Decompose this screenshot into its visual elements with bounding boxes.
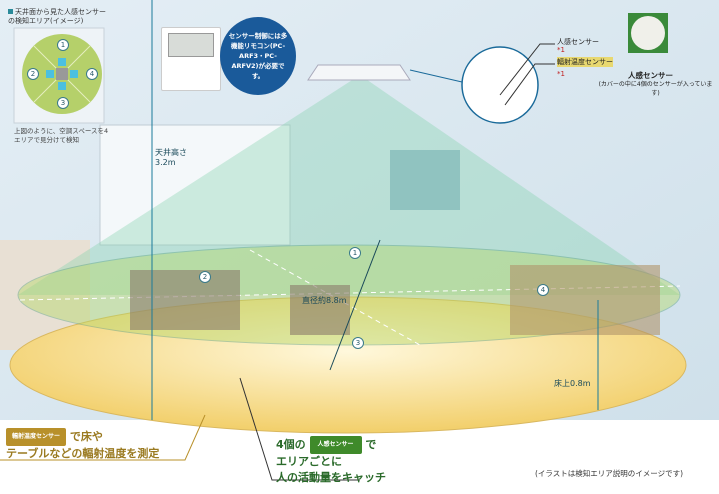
remote-controller-image <box>161 27 221 91</box>
human-line2: エリアごとに <box>276 455 342 468</box>
area-divider <box>249 249 421 346</box>
sensor-photo-dome <box>631 16 665 50</box>
table <box>510 265 660 335</box>
panel-title-text: 天井面から見た人感センサーの検知エリア(イメージ) <box>8 8 106 25</box>
remote-screen <box>168 33 214 57</box>
window-wall <box>99 124 291 246</box>
floor-height-label: 床上0.8m <box>554 379 591 388</box>
human-sensor-note: *1 <box>557 46 565 54</box>
scene-area-4: 4 <box>537 284 549 296</box>
photo-caption: (カバーの中に4個のセンサーが入っています) <box>598 81 713 97</box>
scene-area-1: 1 <box>349 247 361 259</box>
radiant-sensor-badge: 輻射温度センサー <box>6 428 67 446</box>
desk <box>130 270 240 330</box>
human-line3: 人の活動量をキャッチ <box>276 471 386 484</box>
panel-area-4: 4 <box>86 68 98 80</box>
photo-title: 人感センサー <box>628 71 673 80</box>
human-suffix: で <box>365 438 377 451</box>
panel-caption: 上図のように、空調スペースを4エリアで見分けて検知 <box>14 127 109 144</box>
zoom-connector <box>409 69 463 83</box>
human-prefix: 4個の <box>276 438 306 451</box>
radiant-line1: で床や <box>69 430 103 443</box>
bookshelf <box>390 150 460 210</box>
scene-area-2: 2 <box>199 271 211 283</box>
panel-title: 天井面から見た人感センサーの検知エリア(イメージ) <box>8 8 108 26</box>
bullet-square-icon <box>8 9 13 14</box>
remote-note-bubble: センサー制御には多機能リモコン(PC-ARF3・PC-ARFV2)が必要です。 <box>220 17 296 95</box>
leader-human-sensor <box>499 43 555 96</box>
scene-area-3: 3 <box>352 337 364 349</box>
human-sensor-callout: 人感センサー <box>557 38 599 46</box>
desk <box>290 285 350 335</box>
radiant-sensor-note: *1 <box>557 70 565 78</box>
panel-area-3: 3 <box>57 97 69 109</box>
leader-radiant-sensor <box>504 63 555 106</box>
detection-cone <box>18 75 680 295</box>
leader-bottom-center <box>239 377 360 481</box>
remote-note-text: センサー制御には多機能リモコン(PC-ARF3・PC-ARFV2)が必要です。 <box>228 32 288 80</box>
human-sensor-badge: 人感センサー <box>309 436 362 454</box>
diameter-label: 直径約8.8m <box>302 296 347 305</box>
human-sensor-description: 4個の 人感センサー で エリアごとに 人の活動量をキャッチ <box>276 436 386 486</box>
radiant-sensor-description: 輻射温度センサー で床や テーブルなどの輻射温度を測定 <box>6 428 159 462</box>
diameter-arrow <box>329 239 381 371</box>
radiant-line2: テーブルなどの輻射温度を測定 <box>6 447 160 460</box>
leader-bottom-left <box>0 414 206 461</box>
footnote: (イラストは検知エリア説明のイメージです) <box>535 469 684 478</box>
ceiling-unit <box>307 64 411 81</box>
ceiling-height-label: 天井高さ 3.2m <box>155 148 187 167</box>
radiant-sensor-callout: 輻射温度センサー <box>557 57 613 67</box>
panel-area-2: 2 <box>27 68 39 80</box>
sensor-zoom-circle <box>461 46 539 124</box>
panel-area-1: 1 <box>57 39 69 51</box>
